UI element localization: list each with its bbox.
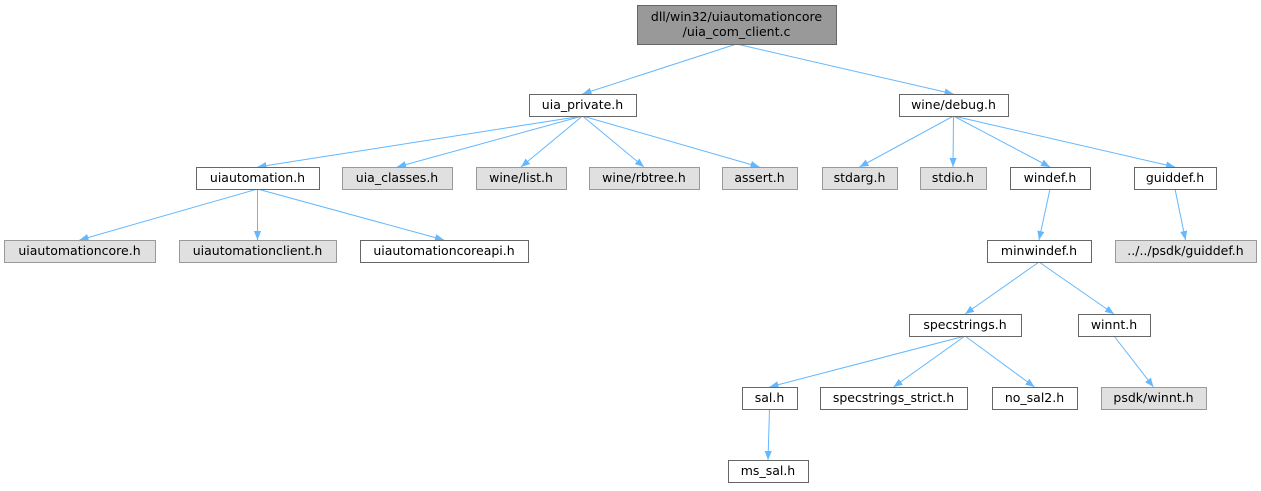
- node-box: [722, 167, 798, 190]
- node-box: [992, 387, 1078, 410]
- node-label: no_sal2.h: [1005, 390, 1064, 405]
- node-box: [1101, 387, 1207, 410]
- node-guiddef-h[interactable]: guiddef.h: [1134, 167, 1217, 190]
- node-uiautomationcoreapi-h[interactable]: uiautomationcoreapi.h: [360, 240, 529, 263]
- node-box: [179, 240, 337, 263]
- node-box: [899, 94, 1009, 117]
- node-wine-rbtree-h: wine/rbtree.h: [589, 167, 700, 190]
- edge-wine_debug-to-windef: [953, 115, 1051, 168]
- node-uia-private-h[interactable]: uia_private.h: [529, 94, 637, 117]
- node-box: [360, 240, 529, 263]
- node-dll-win32-uiautomationcore-uia-com-client-c[interactable]: dll/win32/uiautomationcore/uia_com_clien…: [637, 5, 837, 45]
- node-box: [342, 167, 453, 190]
- node-label: ../../psdk/guiddef.h: [1127, 243, 1243, 258]
- node-stdarg-h: stdarg.h: [822, 167, 898, 190]
- node-box: [822, 167, 898, 190]
- edge-root-to-wine_debug: [736, 43, 954, 96]
- edge-root-to-uia_private: [582, 43, 737, 95]
- node-box: [920, 167, 987, 190]
- edge-specstrings-to-sal: [769, 335, 966, 389]
- node-label: guiddef.h: [1146, 170, 1204, 185]
- node-box: [1115, 240, 1257, 263]
- node-wine-debug-h[interactable]: wine/debug.h: [899, 94, 1009, 117]
- node-label: wine/debug.h: [911, 97, 996, 112]
- node-label: uiautomationcoreapi.h: [373, 243, 514, 258]
- node-sal-h[interactable]: sal.h: [742, 387, 798, 410]
- edge-guiddef-to-psdk_guiddef: [1174, 188, 1188, 241]
- edge-wine_debug-to-stdio: [949, 115, 957, 168]
- edge-uia_private-to-uiautomation: [257, 115, 583, 170]
- node-label: ms_sal.h: [741, 463, 795, 478]
- nodes-layer: dll/win32/uiautomationcore/uia_com_clien…: [4, 5, 1257, 483]
- edge-specstrings-to-no_sal2: [964, 335, 1035, 388]
- node-minwindef-h[interactable]: minwindef.h: [987, 240, 1092, 263]
- node-box: [987, 240, 1092, 263]
- node-no-sal2-h[interactable]: no_sal2.h: [992, 387, 1078, 410]
- node-uiautomationclient-h: uiautomationclient.h: [179, 240, 337, 263]
- node-specstrings-strict-h[interactable]: specstrings_strict.h: [820, 387, 968, 410]
- node-specstrings-h[interactable]: specstrings.h: [909, 314, 1022, 337]
- node-windef-h[interactable]: windef.h: [1010, 167, 1091, 190]
- node-box: [637, 5, 837, 45]
- node-box: [476, 167, 567, 190]
- node-ms-sal-h[interactable]: ms_sal.h: [728, 460, 809, 483]
- node-box: [196, 167, 320, 190]
- node-box: [4, 240, 156, 263]
- node-label: uia_private.h: [542, 97, 623, 112]
- node-label: stdarg.h: [834, 170, 886, 185]
- edge-winnt-to-psdk_winnt: [1113, 335, 1154, 388]
- edge-uia_private-to-uia_classes: [396, 115, 583, 169]
- edge-specstrings-to-specstrings_strict: [893, 335, 966, 388]
- node-label: stdio.h: [932, 170, 974, 185]
- node-label: windef.h: [1024, 170, 1077, 185]
- node-winnt-h[interactable]: winnt.h: [1078, 314, 1151, 337]
- node-label: wine/rbtree.h: [602, 170, 686, 185]
- node-label: uiautomationclient.h: [193, 243, 323, 258]
- node-uia-classes-h: uia_classes.h: [342, 167, 453, 190]
- edge-uiautomation-to-uiautomationcore: [79, 188, 258, 241]
- node-box: [1134, 167, 1217, 190]
- node-box: [820, 387, 968, 410]
- edges-layer: [79, 43, 1188, 461]
- edge-minwindef-to-specstrings: [964, 261, 1040, 315]
- node-uiautomationcore-h: uiautomationcore.h: [4, 240, 156, 263]
- node-wine-list-h: wine/list.h: [476, 167, 567, 190]
- edge-sal-to-ms_sal: [764, 408, 772, 461]
- edge-wine_debug-to-stdarg: [859, 115, 954, 168]
- node-label: uia_classes.h: [356, 170, 438, 185]
- node-label: uiautomation.h: [210, 170, 305, 185]
- node-box: [529, 94, 637, 117]
- edge-wine_debug-to-guiddef: [953, 115, 1176, 169]
- node-label: /uia_com_client.c: [683, 24, 791, 39]
- node-box: [728, 460, 809, 483]
- node-box: [589, 167, 700, 190]
- node-label: minwindef.h: [1001, 243, 1077, 258]
- node-label: uiautomationcore.h: [18, 243, 140, 258]
- edge-windef-to-minwindef: [1037, 188, 1051, 241]
- node-label: psdk/winnt.h: [1113, 390, 1193, 405]
- edge-uia_private-to-assert: [582, 115, 760, 168]
- node-psdk-winnt-h: psdk/winnt.h: [1101, 387, 1207, 410]
- edge-uia_private-to-wine_list: [520, 115, 583, 168]
- node-label: specstrings_strict.h: [833, 390, 954, 405]
- node-box: [742, 387, 798, 410]
- node-assert-h: assert.h: [722, 167, 798, 190]
- node-label: specstrings.h: [923, 317, 1006, 332]
- node-label: assert.h: [734, 170, 784, 185]
- node-label: sal.h: [755, 390, 785, 405]
- node-box: [1010, 167, 1091, 190]
- node-box: [1078, 314, 1151, 337]
- node-box: [909, 314, 1022, 337]
- node-uiautomation-h[interactable]: uiautomation.h: [196, 167, 320, 190]
- node-label: dll/win32/uiautomationcore: [651, 9, 823, 24]
- edge-uiautomation-to-uiautomationcoreapi: [257, 188, 445, 242]
- edge-minwindef-to-winnt: [1038, 261, 1115, 315]
- edge-uia_private-to-wine_rbtree: [582, 115, 645, 168]
- node-label: winnt.h: [1091, 317, 1137, 332]
- node-psdk-guiddef-h: ../../psdk/guiddef.h: [1115, 240, 1257, 263]
- node-stdio-h: stdio.h: [920, 167, 987, 190]
- node-label: wine/list.h: [489, 170, 553, 185]
